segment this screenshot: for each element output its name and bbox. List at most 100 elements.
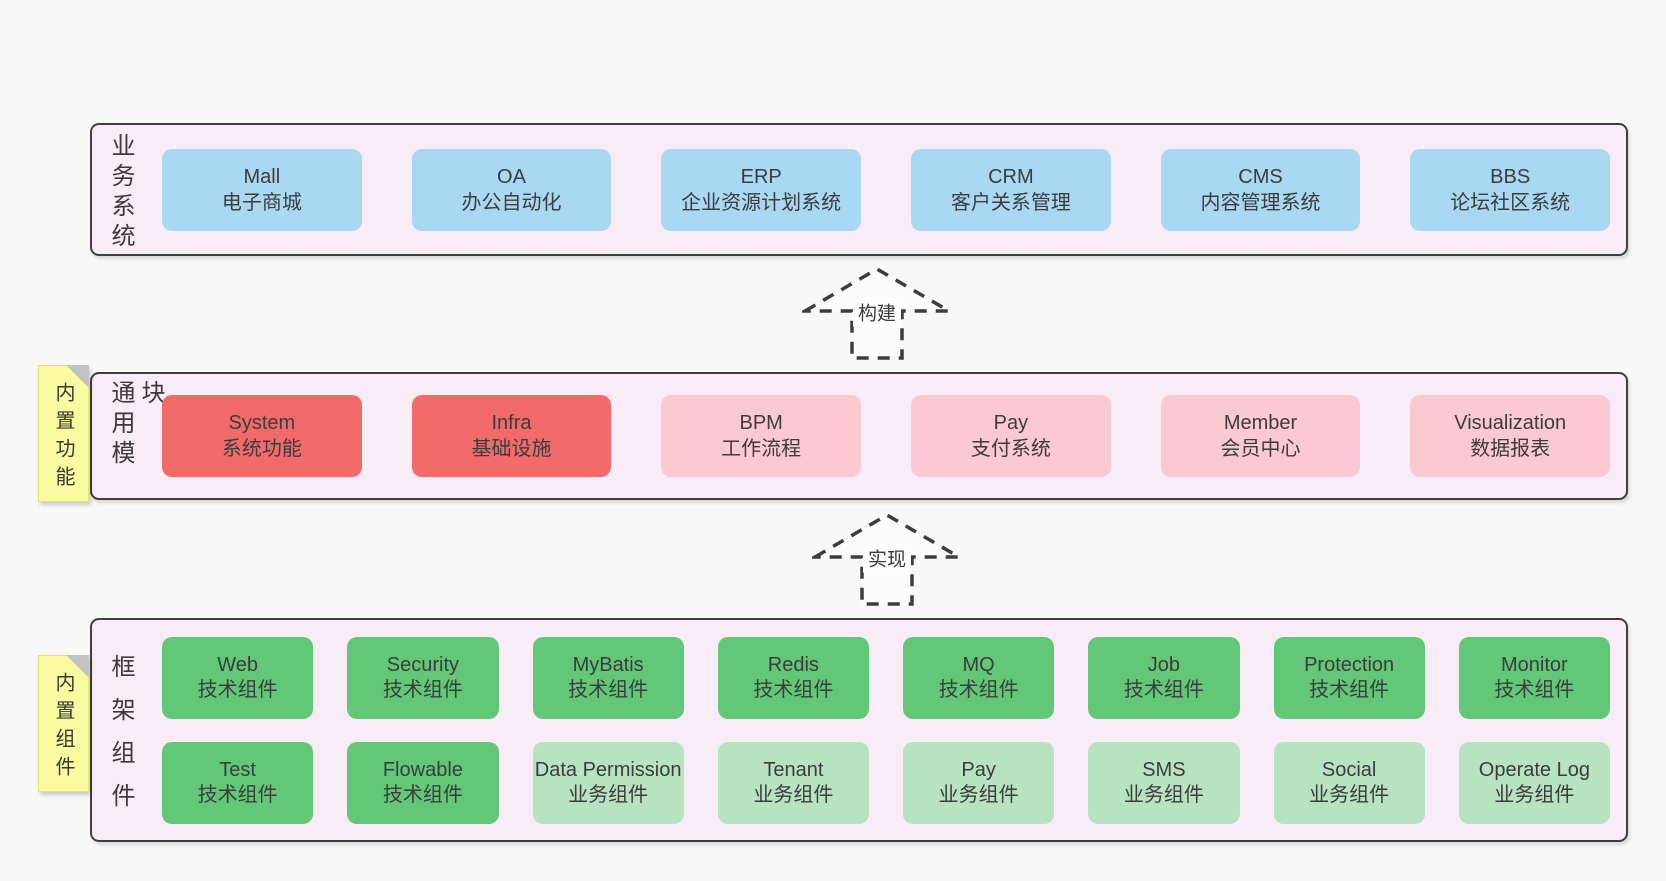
box-erp: ERP 企业资源计划系统 bbox=[661, 148, 862, 231]
box-name: Data Permission bbox=[534, 758, 682, 781]
business-systems-section: 业务系统 Mall 电子商城 OA 办公自动化 ERP 企业资源计划系统 CRM… bbox=[90, 123, 1628, 256]
box-subtitle: 业务组件 bbox=[1123, 783, 1204, 806]
box-name: BBS bbox=[1490, 165, 1531, 188]
sticky-note-label: 内置功能 bbox=[52, 381, 74, 494]
box-redis: Redis 技术组件 bbox=[717, 636, 869, 719]
box-name: Social bbox=[1321, 758, 1377, 781]
box-security: Security 技术组件 bbox=[347, 636, 499, 719]
box-crm: CRM 客户关系管理 bbox=[911, 148, 1111, 231]
box-test: Test 技术组件 bbox=[162, 741, 314, 824]
component-row-1: Web 技术组件 Security 技术组件 MyBatis 技术组件 Redi… bbox=[135, 636, 1626, 719]
box-bpm: BPM 工作流程 bbox=[661, 395, 862, 477]
box-subtitle: 数据报表 bbox=[1470, 438, 1551, 460]
box-subtitle: 业务组件 bbox=[568, 783, 649, 806]
box-name: Pay bbox=[993, 412, 1029, 434]
modules-section-label: 通用模块 bbox=[107, 380, 164, 470]
framework-components-section: 框架组件 Web 技术组件 Security 技术组件 MyBatis 技术组件… bbox=[90, 618, 1628, 842]
box-bbs: BBS 论坛社区系统 bbox=[1410, 148, 1611, 231]
box-pay-component: Pay 业务组件 bbox=[903, 741, 1055, 824]
box-tenant: Tenant 业务组件 bbox=[717, 741, 869, 824]
box-subtitle: 基础设施 bbox=[471, 438, 552, 460]
box-mq: MQ 技术组件 bbox=[903, 636, 1055, 719]
business-section-label: 业务系统 bbox=[107, 132, 134, 253]
box-job: Job 技术组件 bbox=[1088, 636, 1240, 719]
box-subtitle: 技术组件 bbox=[1309, 678, 1390, 701]
box-subtitle: 技术组件 bbox=[938, 678, 1019, 701]
box-name: Test bbox=[219, 758, 256, 781]
box-subtitle: 技术组件 bbox=[382, 678, 463, 701]
box-cms: CMS 内容管理系统 bbox=[1160, 148, 1361, 231]
box-social: Social 业务组件 bbox=[1273, 741, 1425, 824]
implement-arrow-label: 实现 bbox=[862, 543, 912, 573]
box-oa: OA 办公自动化 bbox=[411, 148, 612, 231]
box-member: Member 会员中心 bbox=[1160, 395, 1361, 477]
box-subtitle: 企业资源计划系统 bbox=[681, 191, 842, 214]
box-mall: Mall 电子商城 bbox=[162, 148, 362, 231]
box-subtitle: 技术组件 bbox=[197, 678, 278, 701]
box-name: CMS bbox=[1238, 165, 1283, 188]
sticky-note-builtin-components: 内置组件 bbox=[38, 655, 89, 792]
folded-corner-icon bbox=[66, 365, 89, 388]
box-subtitle: 论坛社区系统 bbox=[1450, 191, 1571, 214]
box-system: System 系统功能 bbox=[162, 395, 362, 477]
box-name: Tenant bbox=[763, 758, 824, 781]
box-subtitle: 电子商城 bbox=[221, 191, 302, 214]
component-grid: Web 技术组件 Security 技术组件 MyBatis 技术组件 Redi… bbox=[135, 636, 1626, 824]
box-subtitle: 客户关系管理 bbox=[950, 191, 1071, 214]
box-name: System bbox=[228, 412, 296, 434]
box-name: Job bbox=[1147, 653, 1180, 676]
box-name: CRM bbox=[988, 165, 1034, 188]
box-name: Operate Log bbox=[1478, 758, 1590, 781]
box-subtitle: 技术组件 bbox=[1123, 678, 1204, 701]
box-pay-system: Pay 支付系统 bbox=[911, 395, 1111, 477]
box-data-permission: Data Permission 业务组件 bbox=[532, 741, 684, 824]
module-boxes: System 系统功能 Infra 基础设施 BPM 工作流程 Pay 支付系统… bbox=[135, 395, 1626, 477]
box-subtitle: 技术组件 bbox=[382, 783, 463, 806]
box-name: BPM bbox=[739, 412, 783, 434]
box-name: ERP bbox=[740, 165, 782, 188]
folded-corner-icon bbox=[66, 655, 89, 678]
common-modules-section: 通用模块 System 系统功能 Infra 基础设施 BPM 工作流程 Pay… bbox=[90, 372, 1628, 500]
build-arrow: 构建 bbox=[802, 266, 952, 361]
box-name: OA bbox=[497, 165, 526, 188]
box-name: Flowable bbox=[382, 758, 463, 781]
box-subtitle: 业务组件 bbox=[753, 783, 834, 806]
implement-arrow: 实现 bbox=[812, 512, 962, 607]
box-name: Member bbox=[1223, 412, 1298, 434]
box-name: SMS bbox=[1142, 758, 1186, 781]
box-subtitle: 技术组件 bbox=[568, 678, 649, 701]
box-subtitle: 内容管理系统 bbox=[1200, 191, 1321, 214]
box-name: Web bbox=[217, 653, 258, 676]
box-name: Redis bbox=[767, 653, 819, 676]
box-name: Pay bbox=[961, 758, 996, 781]
box-name: Visualization bbox=[1454, 412, 1567, 434]
box-mybatis: MyBatis 技术组件 bbox=[532, 636, 684, 719]
box-subtitle: 办公自动化 bbox=[461, 191, 562, 214]
box-name: Security bbox=[386, 653, 459, 676]
box-subtitle: 业务组件 bbox=[1309, 783, 1390, 806]
sticky-note-label: 内置组件 bbox=[52, 671, 74, 784]
box-name: MQ bbox=[962, 653, 995, 676]
box-subtitle: 系统功能 bbox=[221, 438, 302, 460]
box-infra: Infra 基础设施 bbox=[411, 395, 612, 477]
box-flowable: Flowable 技术组件 bbox=[347, 741, 499, 824]
box-subtitle: 支付系统 bbox=[970, 438, 1051, 460]
sticky-note-builtin-features: 内置功能 bbox=[38, 365, 89, 502]
components-section-label: 框架组件 bbox=[107, 653, 134, 826]
box-monitor: Monitor 技术组件 bbox=[1458, 636, 1610, 719]
box-name: Infra bbox=[491, 412, 532, 434]
component-row-2: Test 技术组件 Flowable 技术组件 Data Permission … bbox=[135, 741, 1626, 824]
build-arrow-label: 构建 bbox=[852, 297, 902, 327]
box-protection: Protection 技术组件 bbox=[1273, 636, 1425, 719]
box-subtitle: 会员中心 bbox=[1220, 438, 1301, 460]
box-subtitle: 技术组件 bbox=[753, 678, 834, 701]
box-subtitle: 业务组件 bbox=[938, 783, 1019, 806]
business-boxes: Mall 电子商城 OA 办公自动化 ERP 企业资源计划系统 CRM 客户关系… bbox=[135, 148, 1626, 231]
box-subtitle: 工作流程 bbox=[721, 438, 802, 460]
box-operate-log: Operate Log 业务组件 bbox=[1458, 741, 1610, 824]
box-name: Monitor bbox=[1501, 653, 1568, 676]
box-subtitle: 技术组件 bbox=[1494, 678, 1575, 701]
box-visualization: Visualization 数据报表 bbox=[1410, 395, 1611, 477]
box-web: Web 技术组件 bbox=[162, 636, 314, 719]
box-subtitle: 业务组件 bbox=[1494, 783, 1575, 806]
